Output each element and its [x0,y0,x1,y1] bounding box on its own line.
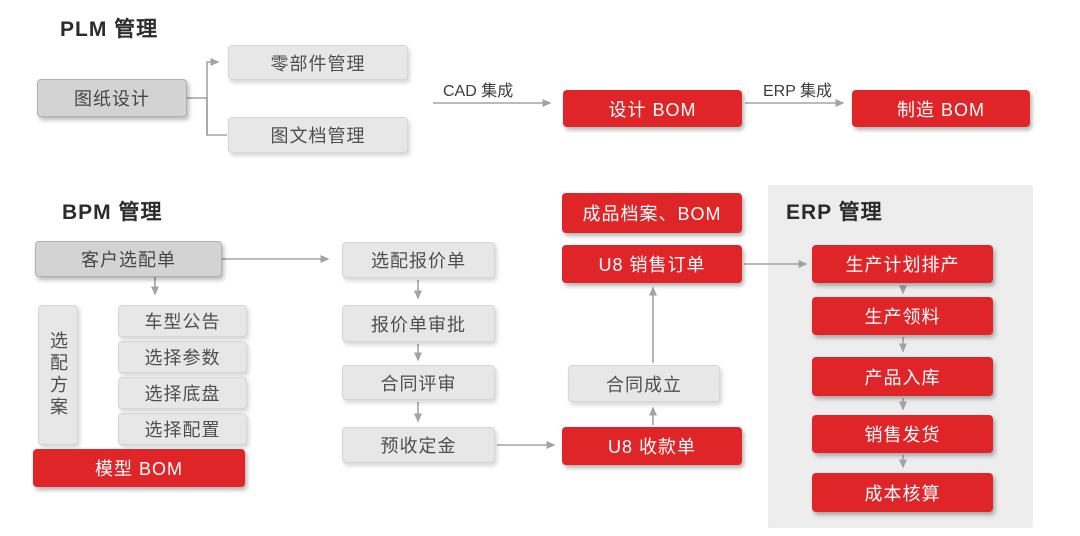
node-model-bom: 模型 BOM [33,449,245,487]
node-model-notice: 车型公告 [118,305,247,337]
node-quote-approval: 报价单审批 [342,305,495,342]
node-select-config: 选择配置 [118,413,247,445]
node-config-plan: 选配方案 [38,305,78,445]
node-select-params: 选择参数 [118,341,247,373]
node-u8-sales-order: U8 销售订单 [562,245,742,283]
erp-panel-background [768,185,1033,528]
node-parts-mgmt: 零部件管理 [228,45,408,80]
node-finished-archive-bom: 成品档案、BOM [562,193,742,233]
node-drawing-design: 图纸设计 [37,79,187,117]
node-select-chassis: 选择底盘 [118,377,247,409]
arrow-to-parts-mgmt [206,58,220,135]
node-cost-accounting: 成本核算 [812,473,993,512]
node-customer-config-order: 客户选配单 [35,241,222,277]
bpm-section-title: BPM 管理 [62,201,163,224]
node-advance-deposit: 预收定金 [342,427,495,463]
node-doc-mgmt: 图文档管理 [228,117,408,153]
node-contract-review: 合同评审 [342,365,495,400]
erp-integration-label: ERP 集成 [763,83,833,100]
node-contract-established: 合同成立 [568,365,720,402]
node-production-material: 生产领料 [812,297,993,335]
node-sales-delivery: 销售发货 [812,415,993,453]
cad-integration-label: CAD 集成 [443,83,514,100]
connector-to-doc-mgmt [206,98,227,136]
node-design-bom: 设计 BOM [563,90,742,127]
erp-section-title: ERP 管理 [786,201,883,224]
node-config-quote: 选配报价单 [342,242,495,278]
node-u8-receipt: U8 收款单 [562,427,742,465]
node-product-inbound: 产品入库 [812,357,993,396]
plm-section-title: PLM 管理 [60,18,159,41]
node-mfg-bom: 制造 BOM [852,90,1030,127]
node-production-plan-schedule: 生产计划排产 [812,245,993,283]
